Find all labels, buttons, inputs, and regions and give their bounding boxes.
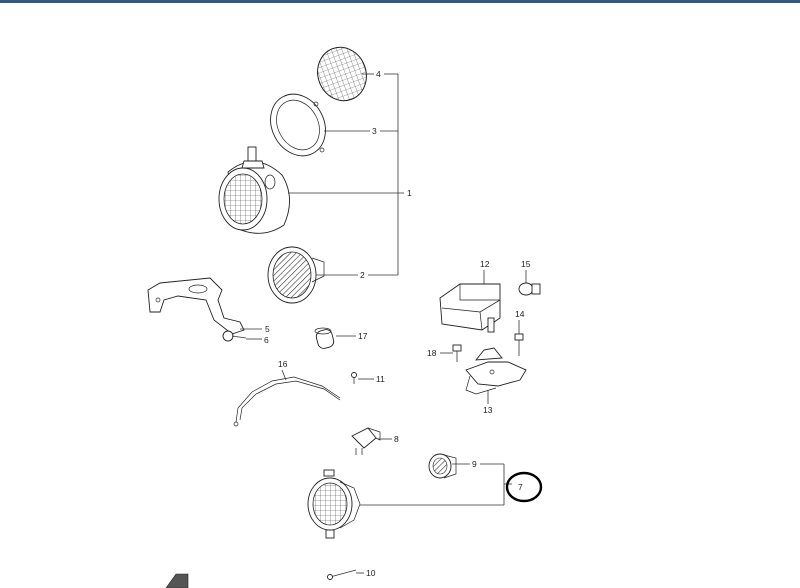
part-12-lamp-unit[interactable] (439, 283, 501, 333)
part-4-grille[interactable] (310, 40, 374, 107)
callout-11: 11 (376, 374, 385, 384)
callout-12: 12 (480, 259, 490, 269)
part-2-sealed-beam[interactable] (267, 246, 325, 304)
corner-icon (165, 573, 189, 588)
callout-7: 7 (518, 482, 523, 492)
callout-4: 4 (376, 69, 381, 79)
callout-15: 15 (521, 259, 531, 269)
callout-8: 8 (394, 434, 399, 444)
callout-13: 13 (483, 405, 493, 415)
highlight-circle-7 (505, 471, 543, 503)
callout-2: 2 (360, 270, 365, 280)
part-16-wire-harness[interactable] (233, 376, 341, 427)
part-1-headlamp-housing[interactable] (218, 146, 290, 234)
callout-5: 5 (265, 324, 270, 334)
part-10-screw[interactable] (327, 569, 357, 580)
callout-9: 9 (472, 459, 477, 469)
part-6-bolt[interactable] (222, 330, 247, 342)
part-15-bulb[interactable] (518, 282, 541, 296)
leader-lines (240, 73, 527, 574)
callout-14: 14 (515, 309, 525, 319)
part-11-screw[interactable] (351, 372, 357, 385)
callout-16: 16 (278, 359, 288, 369)
part-7-fog-lamp[interactable] (307, 469, 361, 539)
part-13-mount-bracket[interactable] (465, 347, 527, 395)
part-3-rim-ring[interactable] (260, 85, 336, 166)
header-bar (0, 0, 800, 3)
callout-6: 6 (264, 335, 269, 345)
callout-10: 10 (366, 568, 376, 578)
part-17-rubber-cap[interactable] (314, 327, 335, 350)
callout-18: 18 (427, 348, 437, 358)
part-8-bulb[interactable] (351, 427, 381, 455)
callout-17: 17 (358, 331, 368, 341)
part-18-bolt[interactable] (452, 344, 462, 362)
callout-3: 3 (372, 126, 377, 136)
part-5-bracket[interactable] (147, 277, 245, 335)
part-14-bolt[interactable] (514, 333, 524, 356)
callout-labels: 4 3 1 2 12 15 14 5 6 17 18 13 16 11 8 9 … (264, 69, 531, 578)
callout-1: 1 (407, 188, 412, 198)
part-9-socket[interactable] (428, 453, 457, 479)
